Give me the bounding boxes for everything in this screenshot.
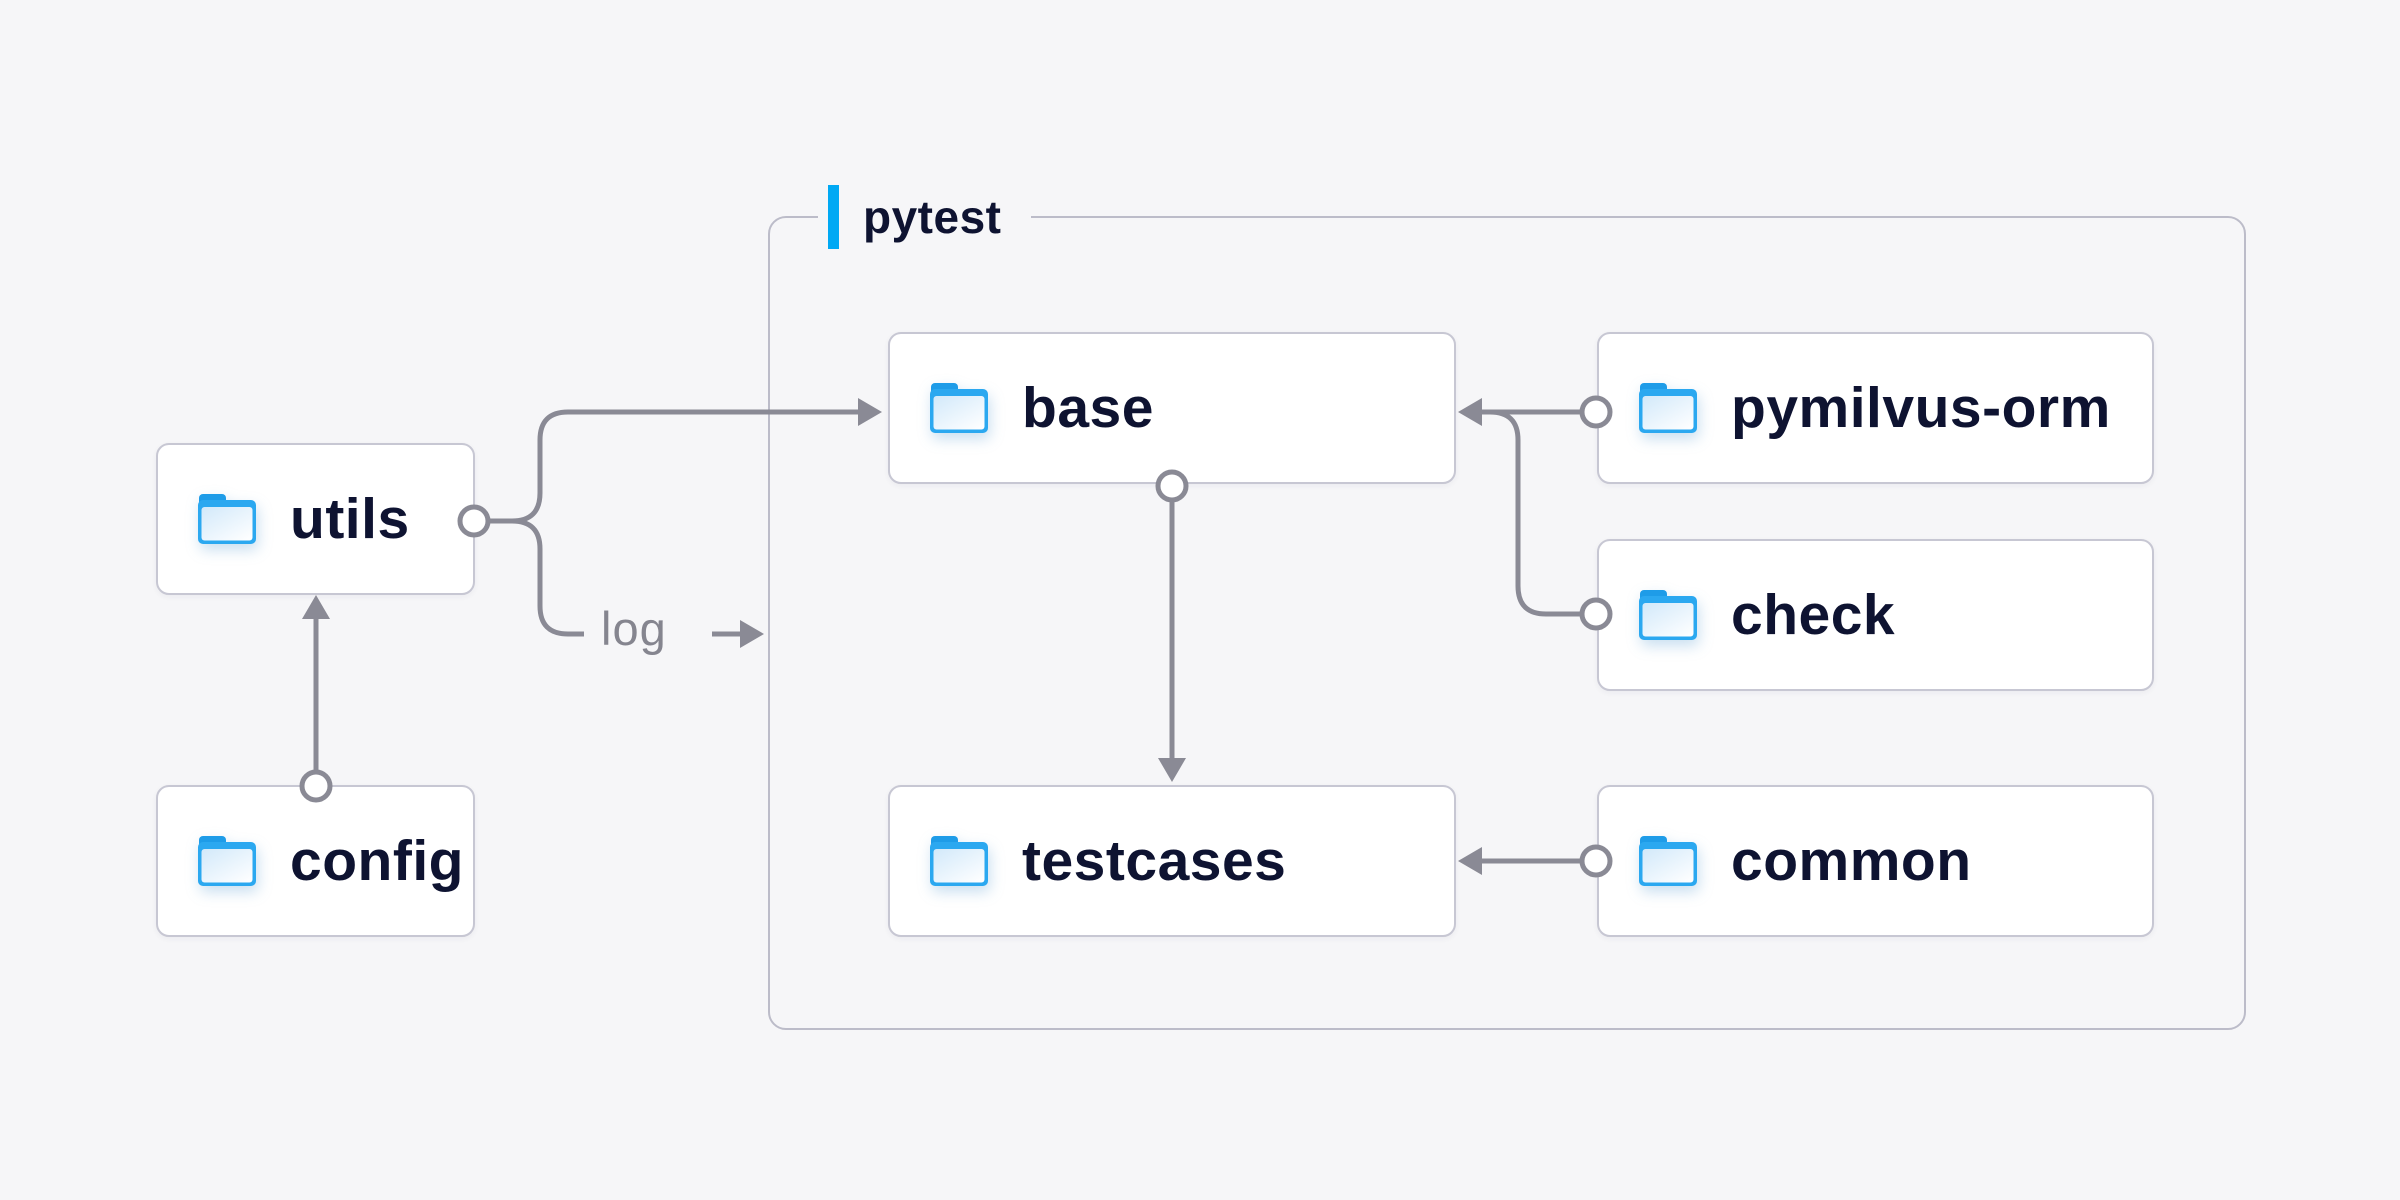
- node-base: base: [888, 332, 1456, 484]
- node-label: testcases: [1022, 829, 1287, 893]
- edge-label-log: log: [601, 602, 667, 655]
- node-testcases: testcases: [888, 785, 1456, 937]
- node-utils: utils: [156, 443, 475, 595]
- folder-icon: [196, 492, 258, 546]
- node-common: common: [1597, 785, 2154, 937]
- node-check: check: [1597, 539, 2154, 691]
- folder-icon: [928, 834, 990, 888]
- node-config: config: [156, 785, 475, 937]
- folder-icon: [1637, 588, 1699, 642]
- folder-icon: [196, 834, 258, 888]
- node-label: pymilvus-orm: [1731, 376, 2111, 440]
- edge-utils-log: [511, 518, 584, 637]
- node-label: utils: [290, 487, 410, 551]
- accent-bar-icon: [828, 185, 839, 249]
- node-label: check: [1731, 583, 1896, 647]
- folder-icon: [1637, 381, 1699, 435]
- node-pymilvus-orm: pymilvus-orm: [1597, 332, 2154, 484]
- node-label: base: [1022, 376, 1154, 440]
- node-label: common: [1731, 829, 1972, 893]
- group-pytest: pytest: [768, 184, 2246, 1030]
- folder-icon: [928, 381, 990, 435]
- node-label: config: [290, 829, 464, 893]
- group-title: pytest: [863, 191, 1002, 243]
- folder-icon: [1637, 834, 1699, 888]
- group-pytest-label: pytest: [818, 184, 1032, 250]
